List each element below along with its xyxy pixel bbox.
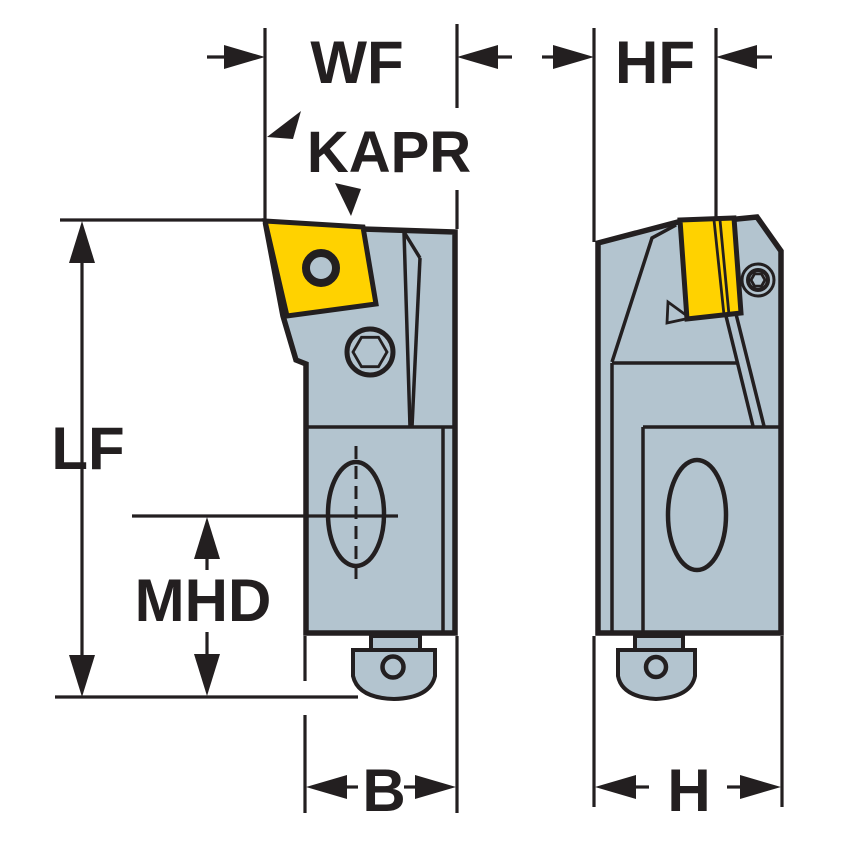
dimension-label-hf: HF [615, 29, 695, 96]
dimension-label-lf: LF [51, 415, 124, 482]
front-screw-hex-icon [749, 272, 767, 288]
front-view [595, 214, 784, 702]
insert-edge-line-2 [718, 219, 731, 316]
dimensions: WF HF KAPR LF MHD B H [51, 24, 784, 824]
front-view-pocket-line [610, 223, 677, 363]
mhd-arrow-up [194, 517, 220, 559]
hf-arrow-right [716, 45, 757, 69]
side-view-bevel-edge [402, 231, 422, 259]
dimension-label-kapr: KAPR [307, 120, 471, 185]
kapr-arrow-lower [335, 183, 361, 216]
dimension-label-h: H [667, 757, 710, 824]
seat-diagonal-inner [724, 315, 755, 427]
side-view [261, 218, 458, 702]
dimension-label-b: B [362, 757, 405, 824]
dimension-label-wf: WF [310, 29, 403, 96]
h-arrow-right [740, 775, 781, 799]
insert-hole [302, 249, 340, 287]
clamp-hole [380, 654, 406, 680]
side-view-bevel-vertical [410, 257, 422, 428]
wf-arrow-left [224, 45, 265, 69]
shim-corner [665, 299, 694, 325]
mhd-arrow-down [194, 654, 220, 696]
hex-socket-icon [351, 335, 389, 369]
dimension-label-mhd: MHD [135, 567, 272, 634]
b-arrow-left [306, 775, 347, 799]
lf-arrow-bottom [69, 655, 95, 697]
lf-arrow-top [69, 221, 95, 263]
wf-arrow-right [457, 45, 498, 69]
front-clamp-hole [643, 654, 669, 680]
insert-edge-line-1 [712, 219, 726, 316]
cutting-insert-front [677, 215, 744, 322]
hf-arrow-left [553, 45, 594, 69]
front-oval-hole [665, 457, 729, 573]
h-arrow-left [595, 775, 636, 799]
kapr-arrow-upper [267, 111, 301, 139]
side-view-pocket-edge [402, 231, 412, 428]
b-arrow-right [415, 775, 456, 799]
seat-diagonal-outer [734, 313, 766, 427]
